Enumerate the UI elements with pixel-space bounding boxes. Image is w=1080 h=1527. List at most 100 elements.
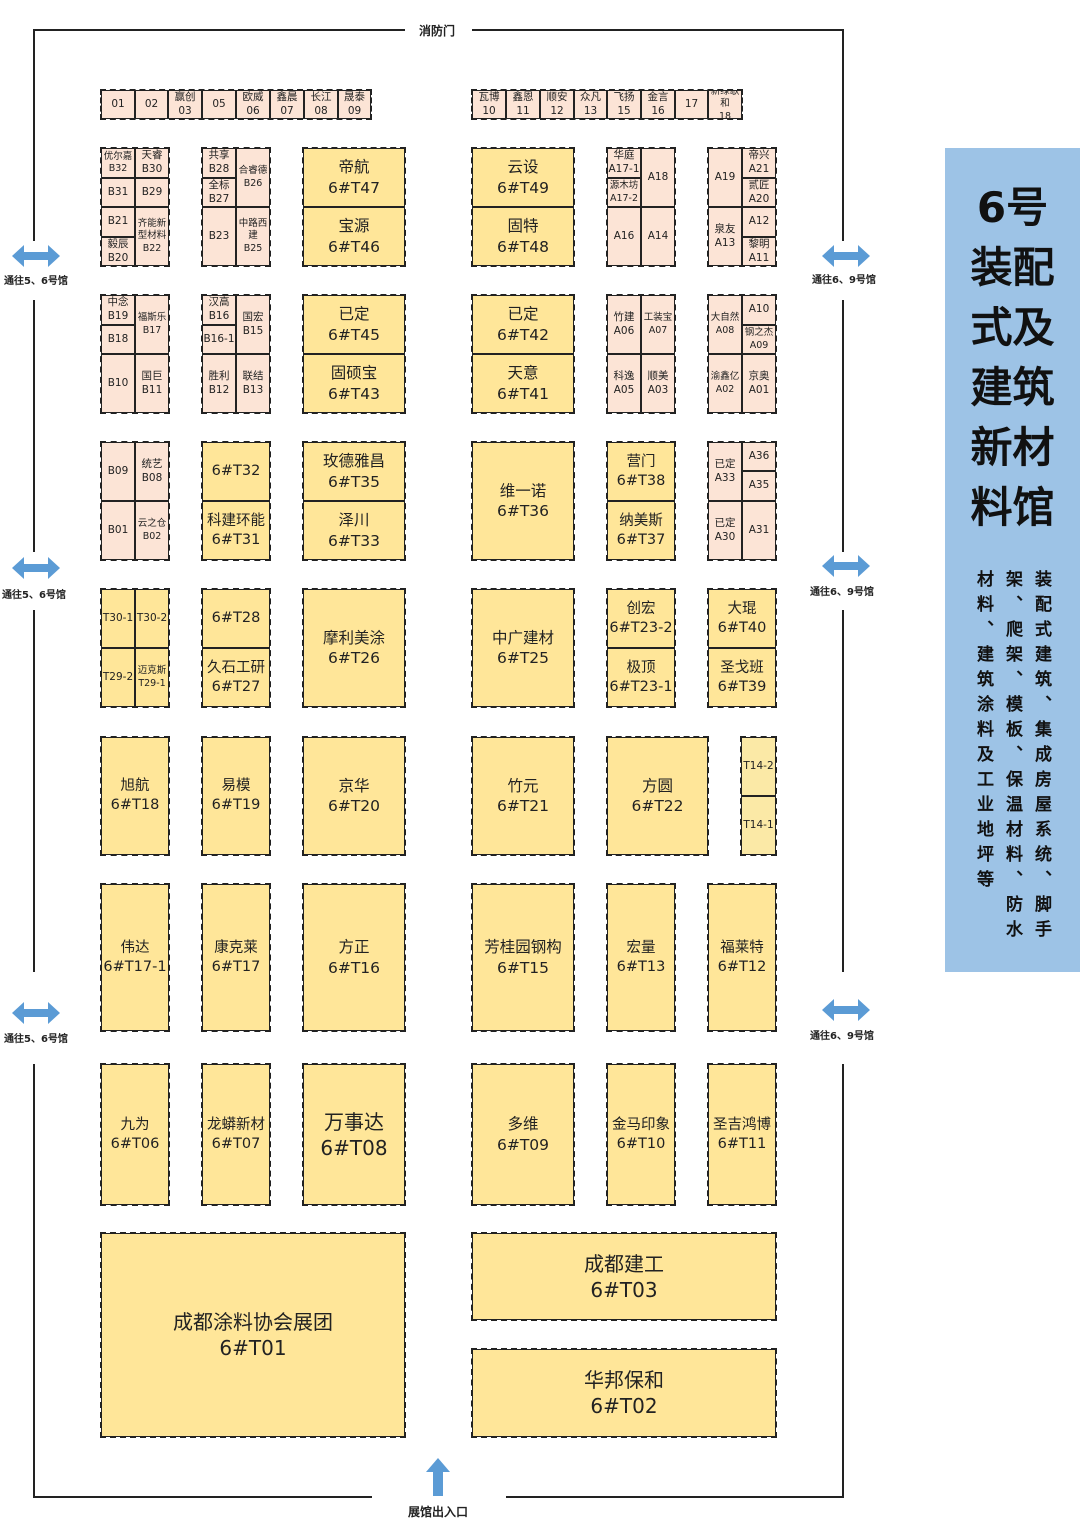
booth-b09[interactable]: B09 [101,442,135,501]
booth-n01[interactable]: 01 [101,90,135,119]
booth-a14[interactable]: A14 [641,207,675,266]
booth-a19[interactable]: A19 [708,148,742,207]
booth-a18[interactable]: A18 [641,148,675,207]
booth-b10[interactable]: B10 [101,354,135,413]
booth-b29[interactable]: B29 [135,178,169,207]
booth-a36[interactable]: A36 [742,442,776,471]
booth-b21[interactable]: B21 [101,207,135,237]
booth-t30-2[interactable]: T30-2 [135,589,169,648]
booth-t28[interactable]: 6#T28 [202,589,270,648]
booth-b18[interactable]: B18 [101,325,135,354]
booth-b01[interactable]: B01 [101,501,135,560]
booth-t14-1[interactable]: T14-1 [741,796,776,855]
booth-a16[interactable]: A16 [607,207,641,266]
booth-b23[interactable]: B23 [202,207,236,266]
booth-n17[interactable]: 17 [675,90,708,119]
booth-a35[interactable]: A35 [742,471,776,501]
booth-t14-2[interactable]: T14-2 [741,737,776,796]
booth-t32[interactable]: 6#T32 [202,442,270,501]
booth-n02[interactable]: 02 [135,90,168,119]
booth-a31[interactable]: A31 [742,501,776,560]
booth-t29-2[interactable]: T29-2 [101,648,135,707]
booth-a10[interactable]: A10 [742,295,776,325]
booth-n05[interactable]: 05 [202,90,236,119]
booth-b16-1[interactable]: B16-1 [202,325,236,354]
booth-a12[interactable]: A12 [742,207,776,237]
